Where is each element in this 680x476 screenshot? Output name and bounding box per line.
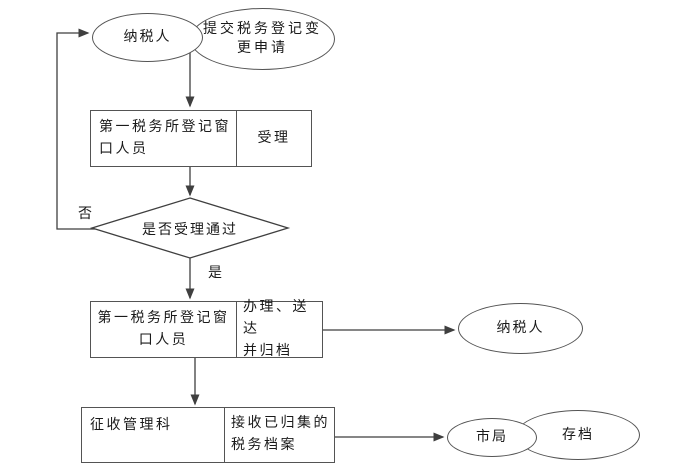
- decision-label: 是否受理通过: [142, 223, 238, 238]
- process-action-cell: 办理、送达 并归档: [243, 299, 309, 359]
- accept-action-cell: 受理: [257, 130, 291, 146]
- city-bureau-label: 市局: [476, 430, 508, 445]
- archive-action-cell: 接收已归集的 税务档案: [231, 416, 330, 453]
- arrow-no-feedback: [56, 28, 95, 230]
- box-archive-step: 征收管理科 接收已归集的 税务档案: [81, 407, 335, 463]
- process-actor-cell: 第一税务所登记窗 口人员: [91, 302, 237, 357]
- branch-no-label: 否: [78, 207, 92, 222]
- taxpayer-start-label: 纳税人: [123, 30, 172, 45]
- box-accept-step: 第一税务所登记窗 口人员 受理: [90, 110, 312, 167]
- ellipse-submit-application: 提交税务登记变 更申请: [190, 8, 335, 70]
- branch-yes-label: 是: [208, 266, 222, 281]
- submit-application-label: 提交税务登记变 更申请: [203, 22, 322, 56]
- box-process-step: 第一税务所登记窗 口人员 办理、送达 并归档: [90, 299, 323, 359]
- taxpayer-end-label: 纳税人: [496, 321, 545, 336]
- accept-actor-cell: 第一税务所登记窗 口人员: [91, 111, 237, 166]
- ellipse-taxpayer-end: 纳税人: [458, 303, 583, 354]
- archive-label: 存档: [562, 427, 594, 443]
- ellipse-city-bureau: 市局: [447, 418, 537, 457]
- decision-diamond-shape: [89, 197, 291, 259]
- archive-actor-cell: 征收管理科: [82, 408, 225, 462]
- ellipse-taxpayer-start: 纳税人: [92, 13, 203, 62]
